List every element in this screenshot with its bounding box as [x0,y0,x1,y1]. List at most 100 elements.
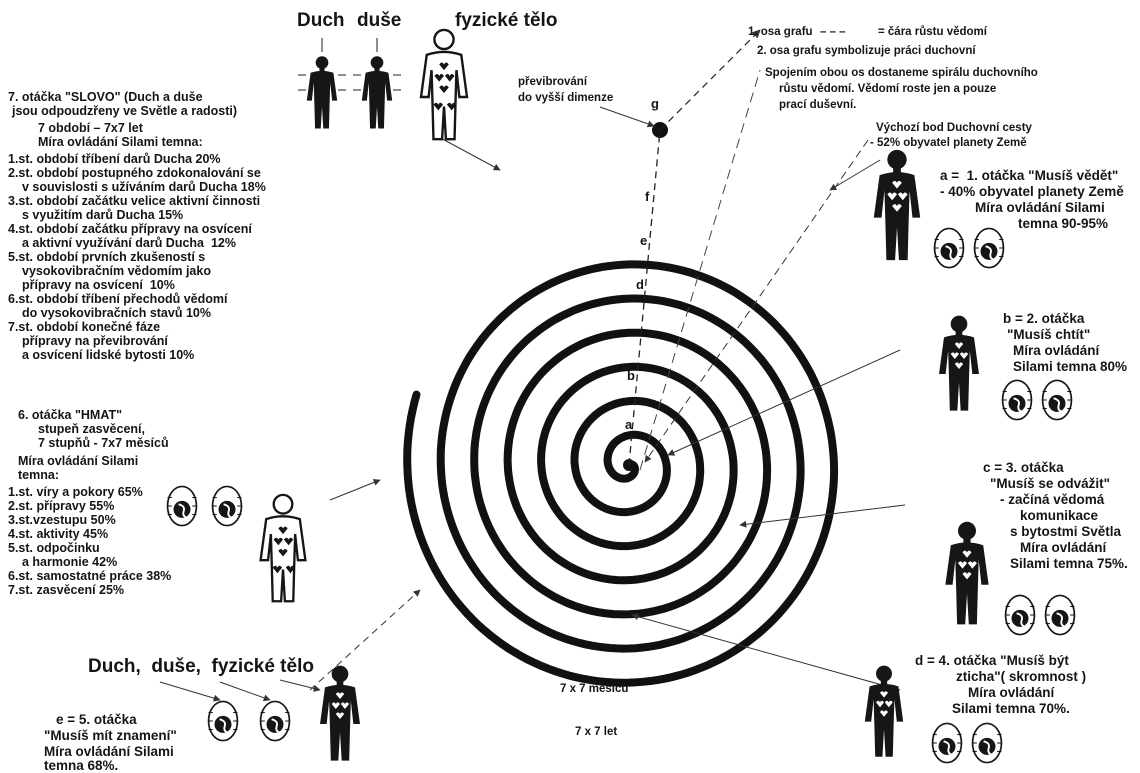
figure-turn6 [261,495,306,601]
turn6-item-5-cont-1: a harmonie 42% [8,555,171,569]
e-line-1: e = 5. otáčka [56,712,137,727]
figure-b [939,316,979,411]
turn7-item-2-cont-1: v souvislosti s užíváním darů Ducha 18% [8,180,266,194]
start-point-1: Výchozí bod Duchovní cesty [876,122,1032,135]
figure-c [945,522,988,625]
label-fyzicke-telo: fyzické tělo [455,10,557,32]
b-line-2: "Musíš chtít" [1007,327,1090,342]
arrow-e [310,590,420,690]
turn7-item-7-cont-1: přípravy na převibrování [8,334,266,348]
duch-figure [307,56,337,128]
arrow-triad-3 [280,680,320,690]
medallion-6-1 [168,486,197,525]
turn7-item-5-cont-2: přípravy na osvícení 10% [8,278,266,292]
d-line-1: d = 4. otáčka "Musíš být [915,653,1069,668]
c-line-4: komunikace [1020,508,1098,523]
growth-spiral [407,264,834,682]
turn7-sub-2: Míra ovládání Silami temna: [38,135,296,149]
turn7-item-3-cont-1: s využitím darů Ducha 15% [8,208,266,222]
turn6-sub-2: temna: [18,468,181,482]
turn6-title-3: 7 stupňů - 7x7 měsíců [38,436,201,450]
turn7-item-6-cont-1: do vysokovibračních stavů 10% [8,306,266,320]
arrow-a [830,160,880,190]
medallion-e-2 [261,701,290,740]
turn7-title-2: jsou odpoudzřeny ve Světle a radosti) [12,104,270,118]
e-line-3: Míra ovládání Silami [44,744,174,759]
turn6-item-2: 2.st. přípravy 55% [8,499,171,513]
spiral-letter-a: a [625,418,632,432]
spiral-years-label: 7 x 7 let [575,726,617,739]
turn7-item-4-cont-1: a aktivní využívání darů Ducha 12% [8,236,266,250]
turn6-item-5: 5.st. odpočinku [8,541,171,555]
spiral-desc-1: Spojením obou os dostaneme spirálu ducho… [765,67,1038,80]
medallion-6-2 [213,486,242,525]
spiral-months-label: 7 x 7 měsíců [560,683,628,696]
c-line-1: c = 3. otáčka [983,460,1064,475]
spiral-letter-d: d [636,278,644,292]
b-line-3: Míra ovládání [1013,343,1099,358]
turn7-items: 1.st. období tříbení darů Ducha 20%2.st.… [8,152,266,362]
spiral-letter-c: c [632,325,639,339]
triad-label: Duch, duše, fyzické tělo [88,656,314,678]
spiral-letter-f: f [645,190,649,204]
arrow-triad-2 [220,682,270,700]
b-line-4: Silami temna 80% [1013,359,1127,374]
turn7-item-5-cont-1: vysokovibračním vědomím jako [8,264,266,278]
turn6-item-3: 3.st.vzestupu 50% [8,513,171,527]
turn7-item-7-cont-2: a osvícení lidské bytosti 10% [8,348,266,362]
b-line-1: b = 2. otáčka [1003,311,1084,326]
figure-d [865,666,903,757]
a-line-2: - 40% obyvatel planety Země [940,184,1124,199]
a-line-1: a = 1. otáčka "Musíš vědět" [940,168,1118,183]
turn7-sub-1: 7 období – 7x7 let [38,121,296,135]
d-line-4: Silami temna 70%. [952,701,1070,716]
axis-1-equals: = čára růstu vědomí [878,26,987,39]
turn7-item-7: 7.st. období konečné fáze [8,320,266,334]
c-line-2: "Musíš se odvážit" [990,476,1110,491]
arrow-turn6 [330,480,380,500]
turn7-title-1: 7. otáčka "SLOVO" (Duch a duše [8,90,266,104]
label-duse: duše [357,10,401,32]
medallion-a-1 [935,228,964,267]
label-previbrovani-1: převibrování [518,76,587,89]
e-line-4: temna 68%. [44,758,118,773]
turn6-items: 1.st. víry a pokory 65%2.st. přípravy 55… [8,485,171,597]
spiral-letter-e: e [640,234,647,248]
figure-a [874,150,920,260]
axis-2-label: 2. osa grafu symbolizuje práci duchovní [757,45,976,58]
axis-1-extension [660,30,760,130]
medallion-b-1 [1003,380,1032,419]
a-line-4: temna 90-95% [1018,216,1108,231]
d-line-2: zticha"( skromnost ) [956,669,1086,684]
label-duch: Duch [297,10,345,32]
turn6-item-4: 4.st. aktivity 45% [8,527,171,541]
turn6-item-1: 1.st. víry a pokory 65% [8,485,171,499]
duse-figure [362,56,392,128]
c-line-5: s bytostmi Světla [1010,524,1121,539]
arrow-previbrovani [600,107,654,126]
arrow-b [668,350,900,455]
arrow-triad-1 [160,682,220,700]
turn7-item-1: 1.st. období tříbení darů Ducha 20% [8,152,266,166]
medallion-d-2 [973,723,1002,762]
turn7-item-3: 3.st. období začátku velice aktivní činn… [8,194,266,208]
axis-1-dash: – – – [820,26,846,39]
turn6-item-7: 7.st. zasvěcení 25% [8,583,171,597]
turn7-block: 7. otáčka "SLOVO" (Duch a duše jsou odpo… [8,90,266,362]
e-line-2: "Musíš mít znamení" [44,728,177,743]
axis-1-label: 1. osa grafu [748,26,813,39]
arrow-turn7 [435,135,500,170]
spiral-letter-b: b [627,369,635,383]
start-point-2: - 52% obyvatel planety Země [870,137,1027,150]
medallion-a-2 [975,228,1004,267]
turn6-title-2: stupeň zasvěcení, [38,422,201,436]
medallion-b-2 [1043,380,1072,419]
turn6-sub-1: Míra ovládání Silami [18,454,181,468]
c-line-3: - začíná vědomá [1000,492,1104,507]
medallion-d-1 [933,723,962,762]
medallion-e-1 [209,701,238,740]
a-line-3: Míra ovládání Silami [975,200,1105,215]
turn6-item-6: 6.st. samostatné práce 38% [8,569,171,583]
c-line-7: Silami temna 75%. [1010,556,1128,571]
medallion-c-2 [1046,595,1075,634]
